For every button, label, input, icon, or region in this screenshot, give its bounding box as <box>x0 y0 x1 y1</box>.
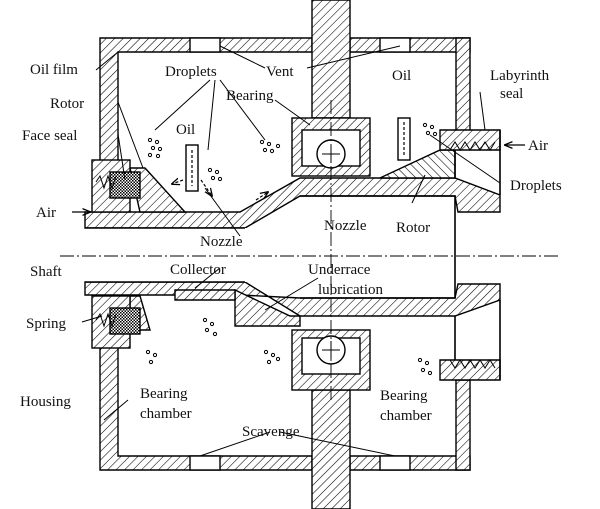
label-oil-film: Oil film <box>30 62 78 78</box>
label-underrace-line2: lubrication <box>318 282 383 298</box>
label-vent: Vent <box>266 64 294 80</box>
nozzle-right <box>397 117 411 161</box>
label-spring: Spring <box>26 316 67 332</box>
label-droplets-top: Droplets <box>165 64 217 80</box>
label-oil-right: Oil <box>392 68 411 84</box>
labels: Oil film Droplets Vent Oil Labyrinth sea… <box>20 62 562 440</box>
spray-arrow-1 <box>172 180 184 184</box>
label-labyrinth-seal-line2: seal <box>500 86 523 102</box>
label-bearing-chamber-right-line2: chamber <box>380 408 432 424</box>
label-underrace-line1: Underrace <box>308 262 371 278</box>
right-rotor-and-labyrinth <box>379 129 501 381</box>
label-face-seal: Face seal <box>22 128 77 144</box>
label-bearing-chamber-right-line1: Bearing <box>380 388 428 404</box>
housing-walls <box>99 37 471 471</box>
label-labyrinth-seal-line1: Labyrinth <box>490 68 550 84</box>
label-nozzle-left: Nozzle <box>200 234 243 250</box>
label-bearing-chamber-left-line1: Bearing <box>140 386 188 402</box>
label-oil-left: Oil <box>176 122 195 138</box>
label-rotor-left: Rotor <box>50 96 84 112</box>
droplets <box>145 122 438 376</box>
label-housing: Housing <box>20 394 71 410</box>
label-shaft: Shaft <box>30 264 62 280</box>
leader-lines <box>81 45 501 457</box>
label-scavenge: Scavenge <box>242 424 300 440</box>
label-bearing-chamber-left-line2: chamber <box>140 406 192 422</box>
collector <box>174 288 301 327</box>
label-nozzle-right: Nozzle <box>324 218 367 234</box>
label-rotor-right: Rotor <box>396 220 430 236</box>
spray-arrow-3 <box>255 192 268 201</box>
label-collector: Collector <box>170 262 226 278</box>
label-droplets-right: Droplets <box>510 178 562 194</box>
label-bearing-top: Bearing <box>226 88 274 104</box>
label-air-right: Air <box>528 138 548 154</box>
label-air-left: Air <box>36 205 56 221</box>
nozzle-left <box>185 144 199 192</box>
spray-arrow-2 <box>200 179 212 196</box>
